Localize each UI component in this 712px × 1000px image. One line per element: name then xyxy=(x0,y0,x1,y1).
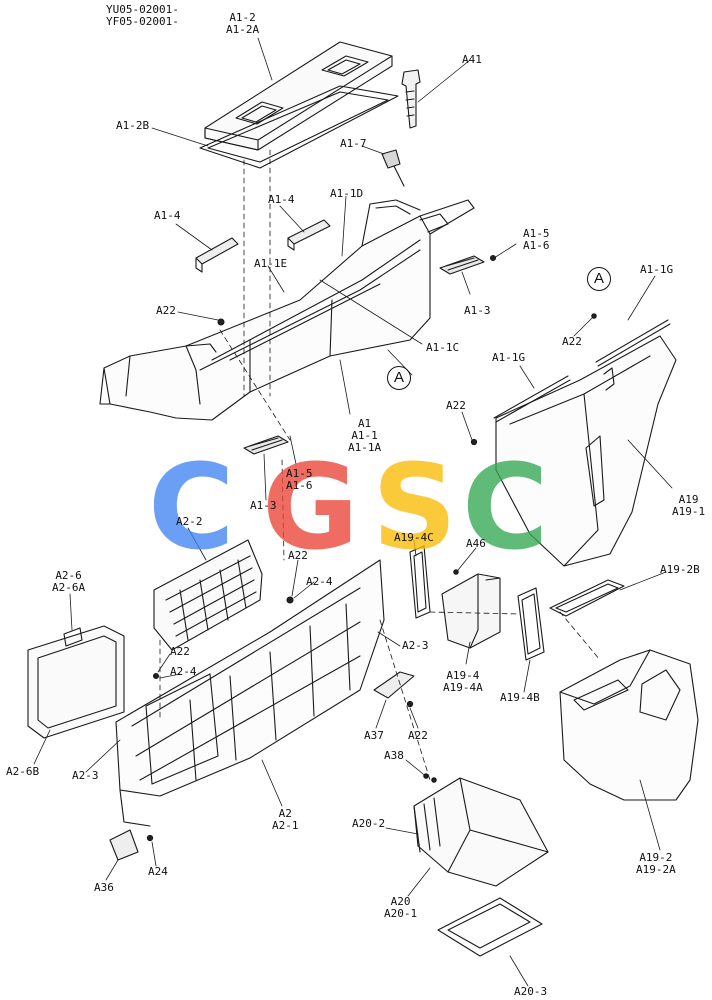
part-a1-3-low xyxy=(243,435,289,455)
label-a1-1c: A1-1C xyxy=(426,341,460,354)
label-a2-3-left: A2-3 xyxy=(72,769,99,782)
label-a2-4-left: A2-4 xyxy=(170,665,197,678)
leader-lines xyxy=(33,37,673,987)
part-a1-4-bracket-left xyxy=(195,237,239,273)
label-a1-1d: A1-1D xyxy=(330,187,364,200)
label-a24: A24 xyxy=(148,865,168,878)
label-a38: A38 xyxy=(384,749,404,762)
reference-mark-a-right: A xyxy=(587,267,611,291)
label-a22-mid: A22 xyxy=(446,399,466,412)
part-a1-2-cover xyxy=(204,41,393,151)
part-a1-7 xyxy=(381,149,405,187)
screw-fasteners xyxy=(146,254,597,842)
label-a19: A19 A19-1 xyxy=(672,493,706,518)
label-a2-3-right: A2-3 xyxy=(402,639,429,652)
label-a1-4-left: A1-4 xyxy=(154,209,181,222)
label-a20-3: A20-3 xyxy=(514,985,548,998)
watermark-letter-3: S xyxy=(372,438,457,576)
label-a2: A2 A2-1 xyxy=(272,807,299,832)
label-a1-5-low: A1-5 A1-6 xyxy=(286,467,313,492)
part-a20-3-gasket xyxy=(437,897,543,957)
label-a1-4-mid: A1-4 xyxy=(268,193,295,206)
label-a1: A1 A1-1 A1-1A xyxy=(348,417,382,454)
reference-mark-a-left: A xyxy=(387,366,411,390)
watermark-letter-1: C xyxy=(148,438,235,576)
label-a19-4b: A19-4B xyxy=(500,691,540,704)
label-a1-5-top: A1-5 A1-6 xyxy=(523,227,550,252)
label-a1-3-low: A1-3 xyxy=(250,499,277,512)
label-a19-2: A19-2 A19-2A xyxy=(636,851,676,876)
label-a22-a37: A22 xyxy=(408,729,428,742)
label-a22-left: A22 xyxy=(170,645,190,658)
assembly-lines xyxy=(159,149,601,781)
label-a1-7: A1-7 xyxy=(340,137,367,150)
label-a37: A37 xyxy=(364,729,384,742)
label-a19-2b: A19-2B xyxy=(660,563,700,576)
part-a1-1g-strips xyxy=(493,319,671,423)
part-a2-6-filter xyxy=(27,625,125,739)
label-a2-4-top: A2-4 xyxy=(306,575,333,588)
label-a1-3-top: A1-3 xyxy=(464,304,491,317)
label-a1-1e: A1-1E xyxy=(254,257,288,270)
label-a2-6: A2-6 A2-6A xyxy=(52,569,86,594)
part-a1-main-housing xyxy=(99,199,475,421)
part-a19-2b-gasket xyxy=(549,579,625,617)
label-a1-2b: A1-2B xyxy=(116,119,150,132)
label-a1-2: A1-2 A1-2A xyxy=(226,11,260,36)
part-a1-4-bracket-mid xyxy=(287,219,331,251)
part-a19-4 xyxy=(441,573,501,649)
part-a41-handle xyxy=(401,69,421,129)
model-header: YU05-02001- YF05-02001- xyxy=(106,4,179,28)
watermark-letter-2: G xyxy=(262,438,359,576)
label-a22-right: A22 xyxy=(562,335,582,348)
part-a1-3-top xyxy=(439,255,485,275)
part-a1-2b-gasket xyxy=(199,85,399,169)
label-a19-4: A19-4 A19-4A xyxy=(443,669,483,694)
part-a36-bracket xyxy=(109,829,139,861)
part-a2-frame xyxy=(115,559,385,827)
part-a2-2-panel xyxy=(153,539,263,651)
label-a22-a2: A22 xyxy=(288,549,308,562)
label-a2-2: A2-2 xyxy=(176,515,203,528)
label-a1-1g-mid: A1-1G xyxy=(492,351,526,364)
label-a1-1g-right: A1-1G xyxy=(640,263,674,276)
part-a20-unit xyxy=(413,777,549,887)
label-a20-2: A20-2 xyxy=(352,817,386,830)
watermark-letter-4: C xyxy=(462,438,549,576)
label-a41: A41 xyxy=(462,53,482,66)
label-a2-6b: A2-6B xyxy=(6,765,40,778)
part-a19-2-duct xyxy=(559,649,699,801)
label-a36: A36 xyxy=(94,881,114,894)
label-a19-4c: A19-4C xyxy=(394,531,434,544)
model-code-2: YF05-02001- xyxy=(106,15,179,28)
part-a19-4b-gasket xyxy=(517,587,545,661)
label-a46: A46 xyxy=(466,537,486,550)
label-a20: A20 A20-1 xyxy=(384,895,418,920)
part-a37-bracket xyxy=(373,671,415,699)
part-a19-duct xyxy=(495,335,677,567)
label-a22-top: A22 xyxy=(156,304,176,317)
model-code-1: YU05-02001- xyxy=(106,3,179,16)
